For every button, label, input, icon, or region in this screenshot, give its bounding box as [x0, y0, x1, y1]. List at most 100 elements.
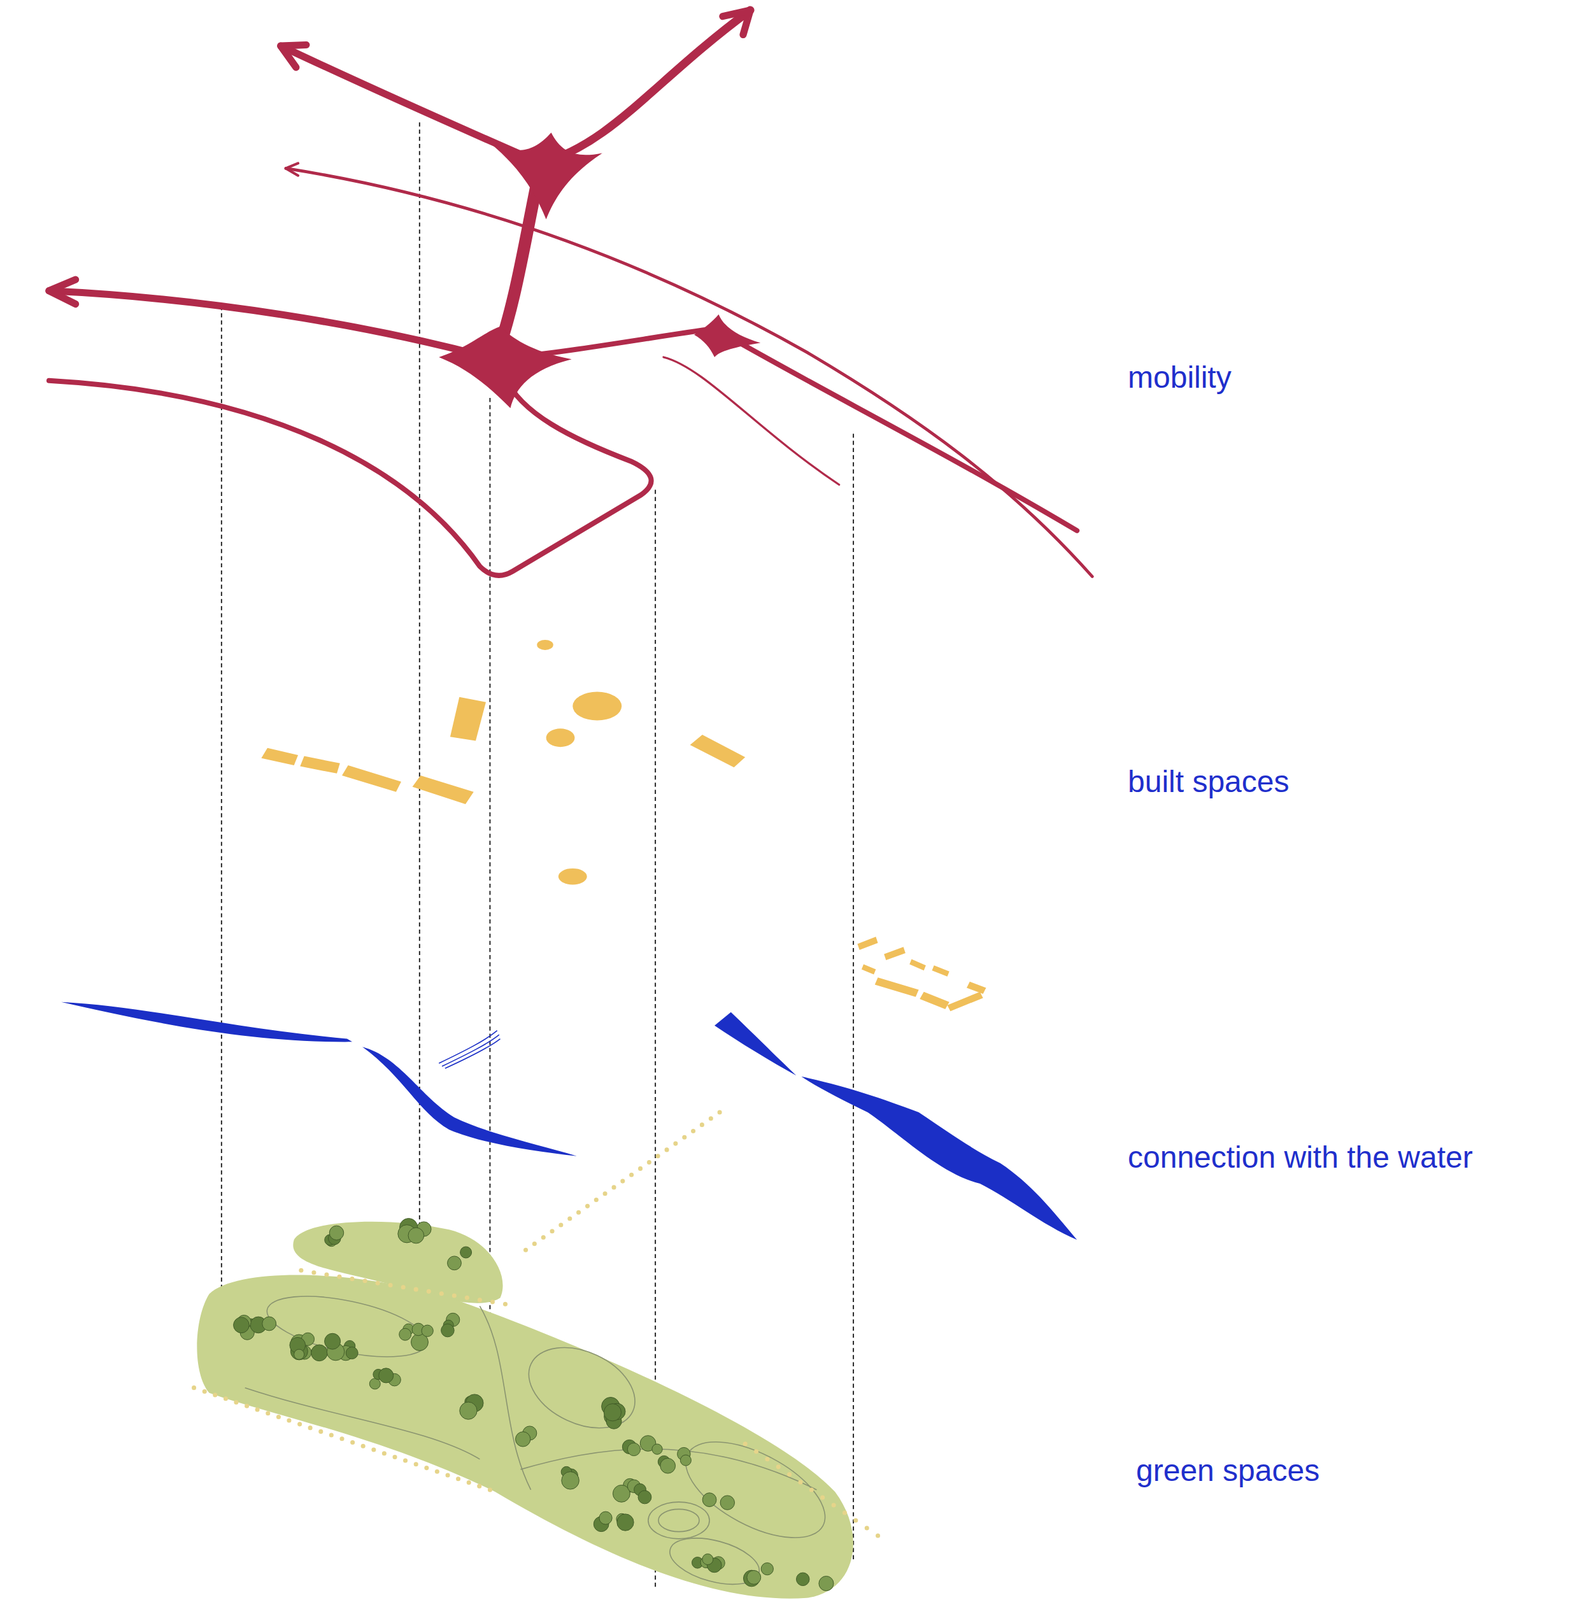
building: [299, 756, 341, 774]
trail-dot: [620, 1179, 625, 1184]
tree: [561, 1472, 580, 1491]
trail-dot: [787, 1472, 792, 1477]
trail-dot: [532, 1241, 537, 1247]
building: [690, 734, 746, 768]
trail-dot: [311, 1270, 316, 1275]
trail-dot: [603, 1191, 608, 1196]
trail-dot: [477, 1297, 483, 1303]
junction: [694, 314, 761, 358]
trail-dot: [318, 1429, 323, 1435]
tree: [746, 1571, 761, 1586]
road: [49, 377, 652, 576]
trail-dot: [336, 1274, 342, 1280]
layer-label: green spaces: [1136, 1452, 1320, 1490]
building: [947, 992, 984, 1012]
trail-dot: [350, 1440, 355, 1445]
trail-dot: [490, 1299, 495, 1305]
layer-label: connection with the water: [1127, 1139, 1473, 1177]
junction: [489, 132, 602, 220]
dotted-trail: [191, 1109, 881, 1538]
tree: [702, 1554, 714, 1566]
trail-dot: [798, 1479, 804, 1485]
layer-label: built spaces: [1127, 763, 1289, 801]
trail-dot: [392, 1455, 398, 1460]
trail-dot: [673, 1141, 678, 1147]
trail-dot: [308, 1425, 313, 1431]
trail-dot: [708, 1116, 714, 1121]
tree: [603, 1404, 621, 1422]
tree: [680, 1455, 691, 1466]
path-line: [245, 1388, 481, 1460]
trail-dot: [388, 1283, 393, 1288]
trail-dot: [664, 1147, 670, 1152]
trail-dot: [455, 1476, 461, 1482]
water-ribbon: [714, 1012, 797, 1076]
trail-dot: [764, 1457, 770, 1462]
trail-dot: [753, 1449, 759, 1454]
trail-dot: [503, 1302, 508, 1307]
building: [932, 965, 950, 977]
trail-dot: [682, 1135, 687, 1140]
trail-dot: [864, 1525, 870, 1531]
road: [49, 291, 496, 360]
tree: [345, 1347, 358, 1360]
water-line: [445, 1039, 501, 1069]
tree: [378, 1368, 394, 1384]
building: [261, 748, 299, 766]
contour: [648, 1502, 710, 1540]
building: [546, 728, 576, 747]
tree: [369, 1378, 381, 1390]
tree: [441, 1323, 455, 1338]
trail-dot: [594, 1197, 599, 1203]
water-layer: [61, 1002, 1077, 1240]
trail-dot: [523, 1248, 528, 1253]
tree: [660, 1458, 676, 1474]
mobility-layer: [49, 10, 1093, 577]
trail-dot: [297, 1421, 302, 1427]
tree: [329, 1225, 344, 1240]
trail-dot: [286, 1418, 292, 1424]
tree: [460, 1246, 472, 1259]
building: [909, 959, 926, 972]
trail-dot: [743, 1441, 748, 1447]
trail-dot: [439, 1291, 444, 1296]
trail-dot: [276, 1414, 281, 1420]
trail-dot: [382, 1451, 387, 1456]
trail-dot: [487, 1487, 493, 1493]
tree: [459, 1402, 477, 1420]
trail-dot: [646, 1160, 652, 1165]
trail-dot: [401, 1285, 406, 1290]
trail-dot: [452, 1293, 457, 1299]
trail-dot: [476, 1484, 482, 1489]
projection-line: [852, 433, 854, 1562]
tree: [652, 1444, 663, 1455]
trail-dot: [329, 1432, 334, 1438]
projection-line: [220, 306, 223, 1391]
trail-dot: [638, 1166, 643, 1172]
road: [541, 10, 751, 164]
trail-dot: [361, 1444, 366, 1449]
tree: [399, 1328, 412, 1341]
contour-lines: [245, 1285, 840, 1594]
trail-dot: [550, 1229, 555, 1234]
contour: [261, 1285, 433, 1370]
tree: [599, 1511, 612, 1525]
tree: [638, 1490, 652, 1505]
road-arrowhead: [722, 10, 751, 35]
trail-dot: [255, 1407, 260, 1412]
trail-dot: [611, 1185, 617, 1190]
trail-dot: [375, 1281, 381, 1286]
tree: [324, 1333, 341, 1350]
trail-dot: [567, 1216, 572, 1222]
trail-dot: [403, 1458, 408, 1464]
trail-dot: [424, 1465, 429, 1471]
trail-dot: [324, 1272, 329, 1277]
projection-line: [419, 122, 421, 1230]
building: [450, 697, 486, 742]
tree: [311, 1344, 328, 1362]
green-spaces-layer: [191, 1109, 881, 1599]
trail-dot: [541, 1235, 546, 1240]
tree: [447, 1256, 462, 1271]
contour: [664, 1529, 765, 1593]
